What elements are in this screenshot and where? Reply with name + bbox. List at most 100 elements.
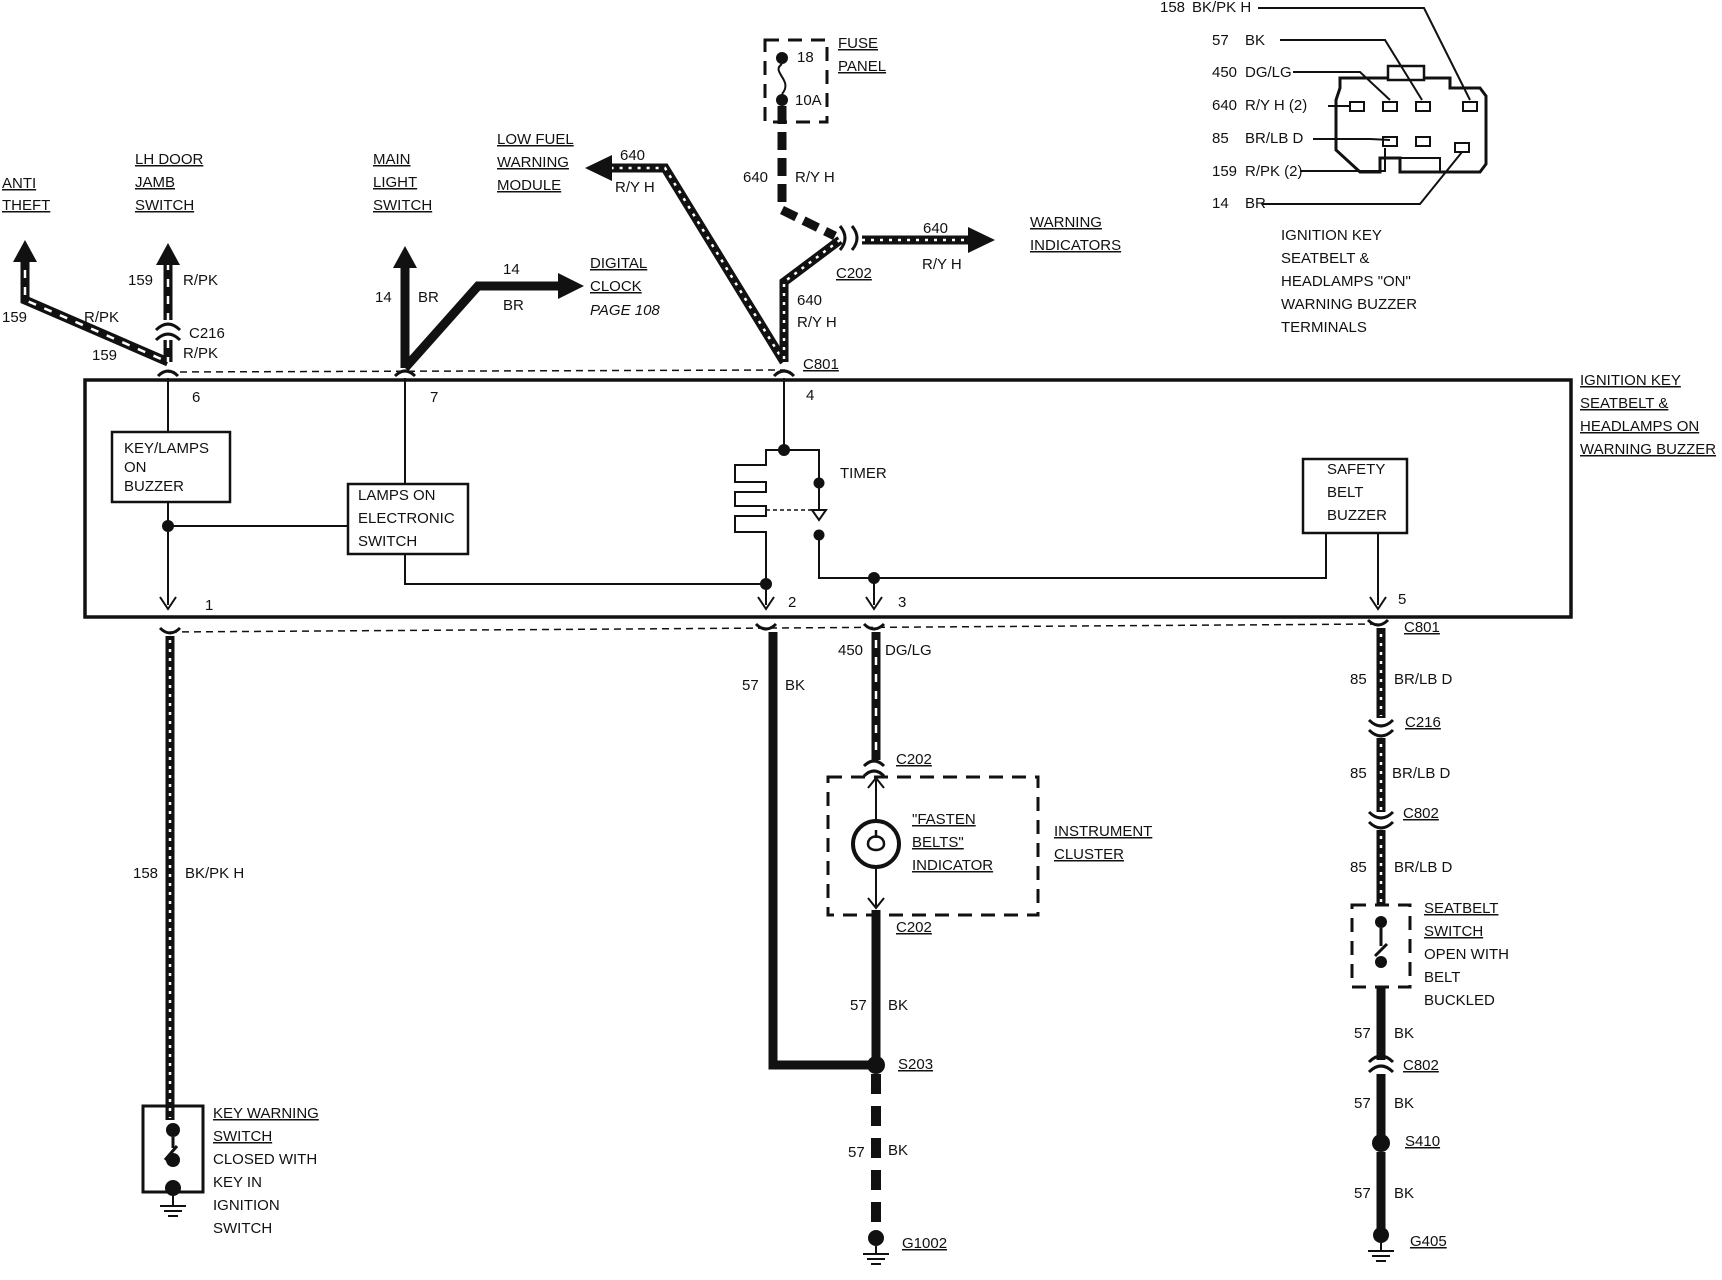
arrow-low-fuel bbox=[585, 155, 612, 181]
svg-text:INSTRUMENT: INSTRUMENT bbox=[1054, 823, 1152, 840]
svg-text:IGNITION KEY: IGNITION KEY bbox=[1580, 372, 1681, 389]
svg-text:LOW FUEL: LOW FUEL bbox=[497, 131, 574, 148]
svg-text:WARNING: WARNING bbox=[1030, 214, 1102, 231]
wire-640-c801-color: R/Y H bbox=[797, 314, 837, 331]
pin7-number: 7 bbox=[430, 389, 438, 406]
safety-belt-buzzer-box bbox=[1301, 457, 1409, 535]
lamps-switch-to-pin2-wire bbox=[404, 554, 769, 585]
pin4-number: 4 bbox=[806, 387, 814, 404]
svg-text:CLOSED WITH: CLOSED WITH bbox=[213, 1151, 317, 1168]
buzzer-module-box bbox=[83, 378, 1573, 619]
svg-text:SAFETY: SAFETY bbox=[1327, 461, 1385, 478]
svg-text:57: 57 bbox=[1212, 32, 1229, 49]
buzzer-module-label: IGNITION KEY SEATBELT & HEADLAMPS ON WAR… bbox=[1580, 372, 1716, 458]
svg-text:CLUSTER: CLUSTER bbox=[1054, 846, 1124, 863]
svg-text:14: 14 bbox=[1212, 195, 1229, 212]
wire-640-c202-down bbox=[779, 236, 843, 362]
seatbelt-switch-blade bbox=[1373, 928, 1389, 958]
pin2-number: 2 bbox=[788, 594, 796, 611]
pin5-c801-connector bbox=[1366, 618, 1390, 627]
g405-ground-dot bbox=[1373, 1227, 1389, 1243]
svg-text:159: 159 bbox=[1212, 163, 1237, 180]
s203-label: S203 bbox=[898, 1056, 933, 1073]
wire-57-seatbelt-color: BK bbox=[1394, 1025, 1414, 1042]
wire-159-c216-num: 159 bbox=[92, 347, 117, 364]
g1002-label: G1002 bbox=[902, 1235, 947, 1252]
svg-text:BUCKLED: BUCKLED bbox=[1424, 992, 1495, 1009]
wire-57-cluster-num: 57 bbox=[850, 997, 867, 1014]
digital-clock-label: DIGITAL CLOCK PAGE 108 bbox=[590, 255, 660, 319]
svg-text:JAMB: JAMB bbox=[135, 174, 175, 191]
svg-text:LAMPS ON: LAMPS ON bbox=[358, 487, 436, 504]
svg-text:HEADLAMPS "ON": HEADLAMPS "ON" bbox=[1281, 273, 1411, 290]
key-lamps-buzzer-label: KEY/LAMPS ON BUZZER bbox=[124, 440, 209, 495]
svg-text:ON: ON bbox=[124, 459, 147, 476]
warning-indicators-label: WARNING INDICATORS bbox=[1030, 214, 1121, 254]
lamps-on-switch-label: LAMPS ON ELECTRONIC SWITCH bbox=[358, 487, 455, 550]
wire-450-color: DG/LG bbox=[885, 642, 932, 659]
pin6-connector bbox=[156, 369, 180, 378]
wire-14-digital-clock bbox=[401, 281, 560, 371]
svg-text:PANEL: PANEL bbox=[838, 58, 886, 75]
seatbelt-switch-label: SEATBELT SWITCH OPEN WITH BELT BUCKLED bbox=[1424, 900, 1509, 1009]
c202-a-label: C202 bbox=[896, 751, 932, 768]
timer-coil bbox=[734, 449, 784, 575]
wire-159-anti-num: 159 bbox=[2, 309, 27, 326]
svg-text:OPEN WITH: OPEN WITH bbox=[1424, 946, 1509, 963]
svg-text:DIGITAL: DIGITAL bbox=[590, 255, 647, 272]
c216-r-connector bbox=[1367, 718, 1395, 738]
svg-text:PAGE 108: PAGE 108 bbox=[590, 302, 660, 319]
fasten-belts-bulb-icon bbox=[851, 819, 901, 869]
arrow-main-light bbox=[393, 246, 417, 268]
svg-text:WARNING BUZZER: WARNING BUZZER bbox=[1580, 441, 1716, 458]
wire-57-s410-num: 57 bbox=[1354, 1095, 1371, 1112]
svg-text:BR/LB D: BR/LB D bbox=[1245, 130, 1304, 147]
key-warning-switch-label: KEY WARNING SWITCH CLOSED WITH KEY IN IG… bbox=[213, 1105, 319, 1237]
c802-b-connector bbox=[1367, 1054, 1395, 1074]
svg-text:BK: BK bbox=[1245, 32, 1265, 49]
c802-b-label: C802 bbox=[1403, 1057, 1439, 1074]
svg-text:SWITCH: SWITCH bbox=[358, 533, 417, 550]
instrument-cluster-box bbox=[826, 775, 1040, 917]
svg-text:BELT: BELT bbox=[1424, 969, 1460, 986]
svg-text:IGNITION KEY: IGNITION KEY bbox=[1281, 227, 1382, 244]
instrument-cluster-label: INSTRUMENT CLUSTER bbox=[1054, 823, 1152, 863]
wire-640-wi-color: R/Y H bbox=[922, 256, 962, 273]
main-light-switch-label: MAIN LIGHT SWITCH bbox=[373, 151, 432, 214]
s410-splice bbox=[1372, 1134, 1390, 1152]
c801-bottom-dashed bbox=[169, 623, 1381, 633]
key-switch-contact-top bbox=[166, 1123, 180, 1137]
g1002-ground-icon bbox=[863, 1246, 889, 1265]
pin6-number: 6 bbox=[192, 389, 200, 406]
g405-label: G405 bbox=[1410, 1233, 1447, 1250]
pin7-connector bbox=[393, 369, 417, 378]
wire-57-seatbelt-num: 57 bbox=[1354, 1025, 1371, 1042]
wire-159-door-color: R/PK bbox=[183, 272, 218, 289]
svg-text:KEY/LAMPS: KEY/LAMPS bbox=[124, 440, 209, 457]
wire-85-c-num: 85 bbox=[1350, 859, 1367, 876]
anti-theft-label: ANTI THEFT bbox=[2, 175, 50, 214]
fuse-panel-box bbox=[763, 38, 829, 124]
c202-b-label: C202 bbox=[896, 919, 932, 936]
wire-85-c-color: BR/LB D bbox=[1394, 859, 1453, 876]
terminals-caption: IGNITION KEY SEATBELT & HEADLAMPS "ON" W… bbox=[1281, 227, 1417, 336]
c202-a-connector bbox=[862, 759, 886, 778]
svg-text:"FASTEN: "FASTEN bbox=[912, 811, 976, 828]
pin1-c801-connector bbox=[158, 626, 182, 635]
svg-text:FUSE: FUSE bbox=[838, 35, 878, 52]
wire-450-num: 450 bbox=[838, 642, 863, 659]
fuse-number: 18 bbox=[797, 49, 814, 66]
wire-85-b-num: 85 bbox=[1350, 765, 1367, 782]
pin4-connector bbox=[772, 369, 796, 378]
arrow-lh-door bbox=[156, 243, 180, 265]
lamps-on-switch-box bbox=[346, 482, 470, 556]
terminal-leader-lines bbox=[1258, 7, 1471, 205]
svg-text:ELECTRONIC: ELECTRONIC bbox=[358, 510, 455, 527]
safety-belt-buzzer-label: SAFETY BELT BUZZER bbox=[1327, 461, 1387, 524]
wire-57-s410-color: BK bbox=[1394, 1095, 1414, 1112]
wire-158-num: 158 bbox=[133, 865, 158, 882]
pin2-c801-connector bbox=[754, 622, 778, 631]
svg-text:MAIN: MAIN bbox=[373, 151, 411, 168]
c202-top-connector bbox=[838, 225, 859, 251]
c202-top-label: C202 bbox=[836, 265, 872, 282]
